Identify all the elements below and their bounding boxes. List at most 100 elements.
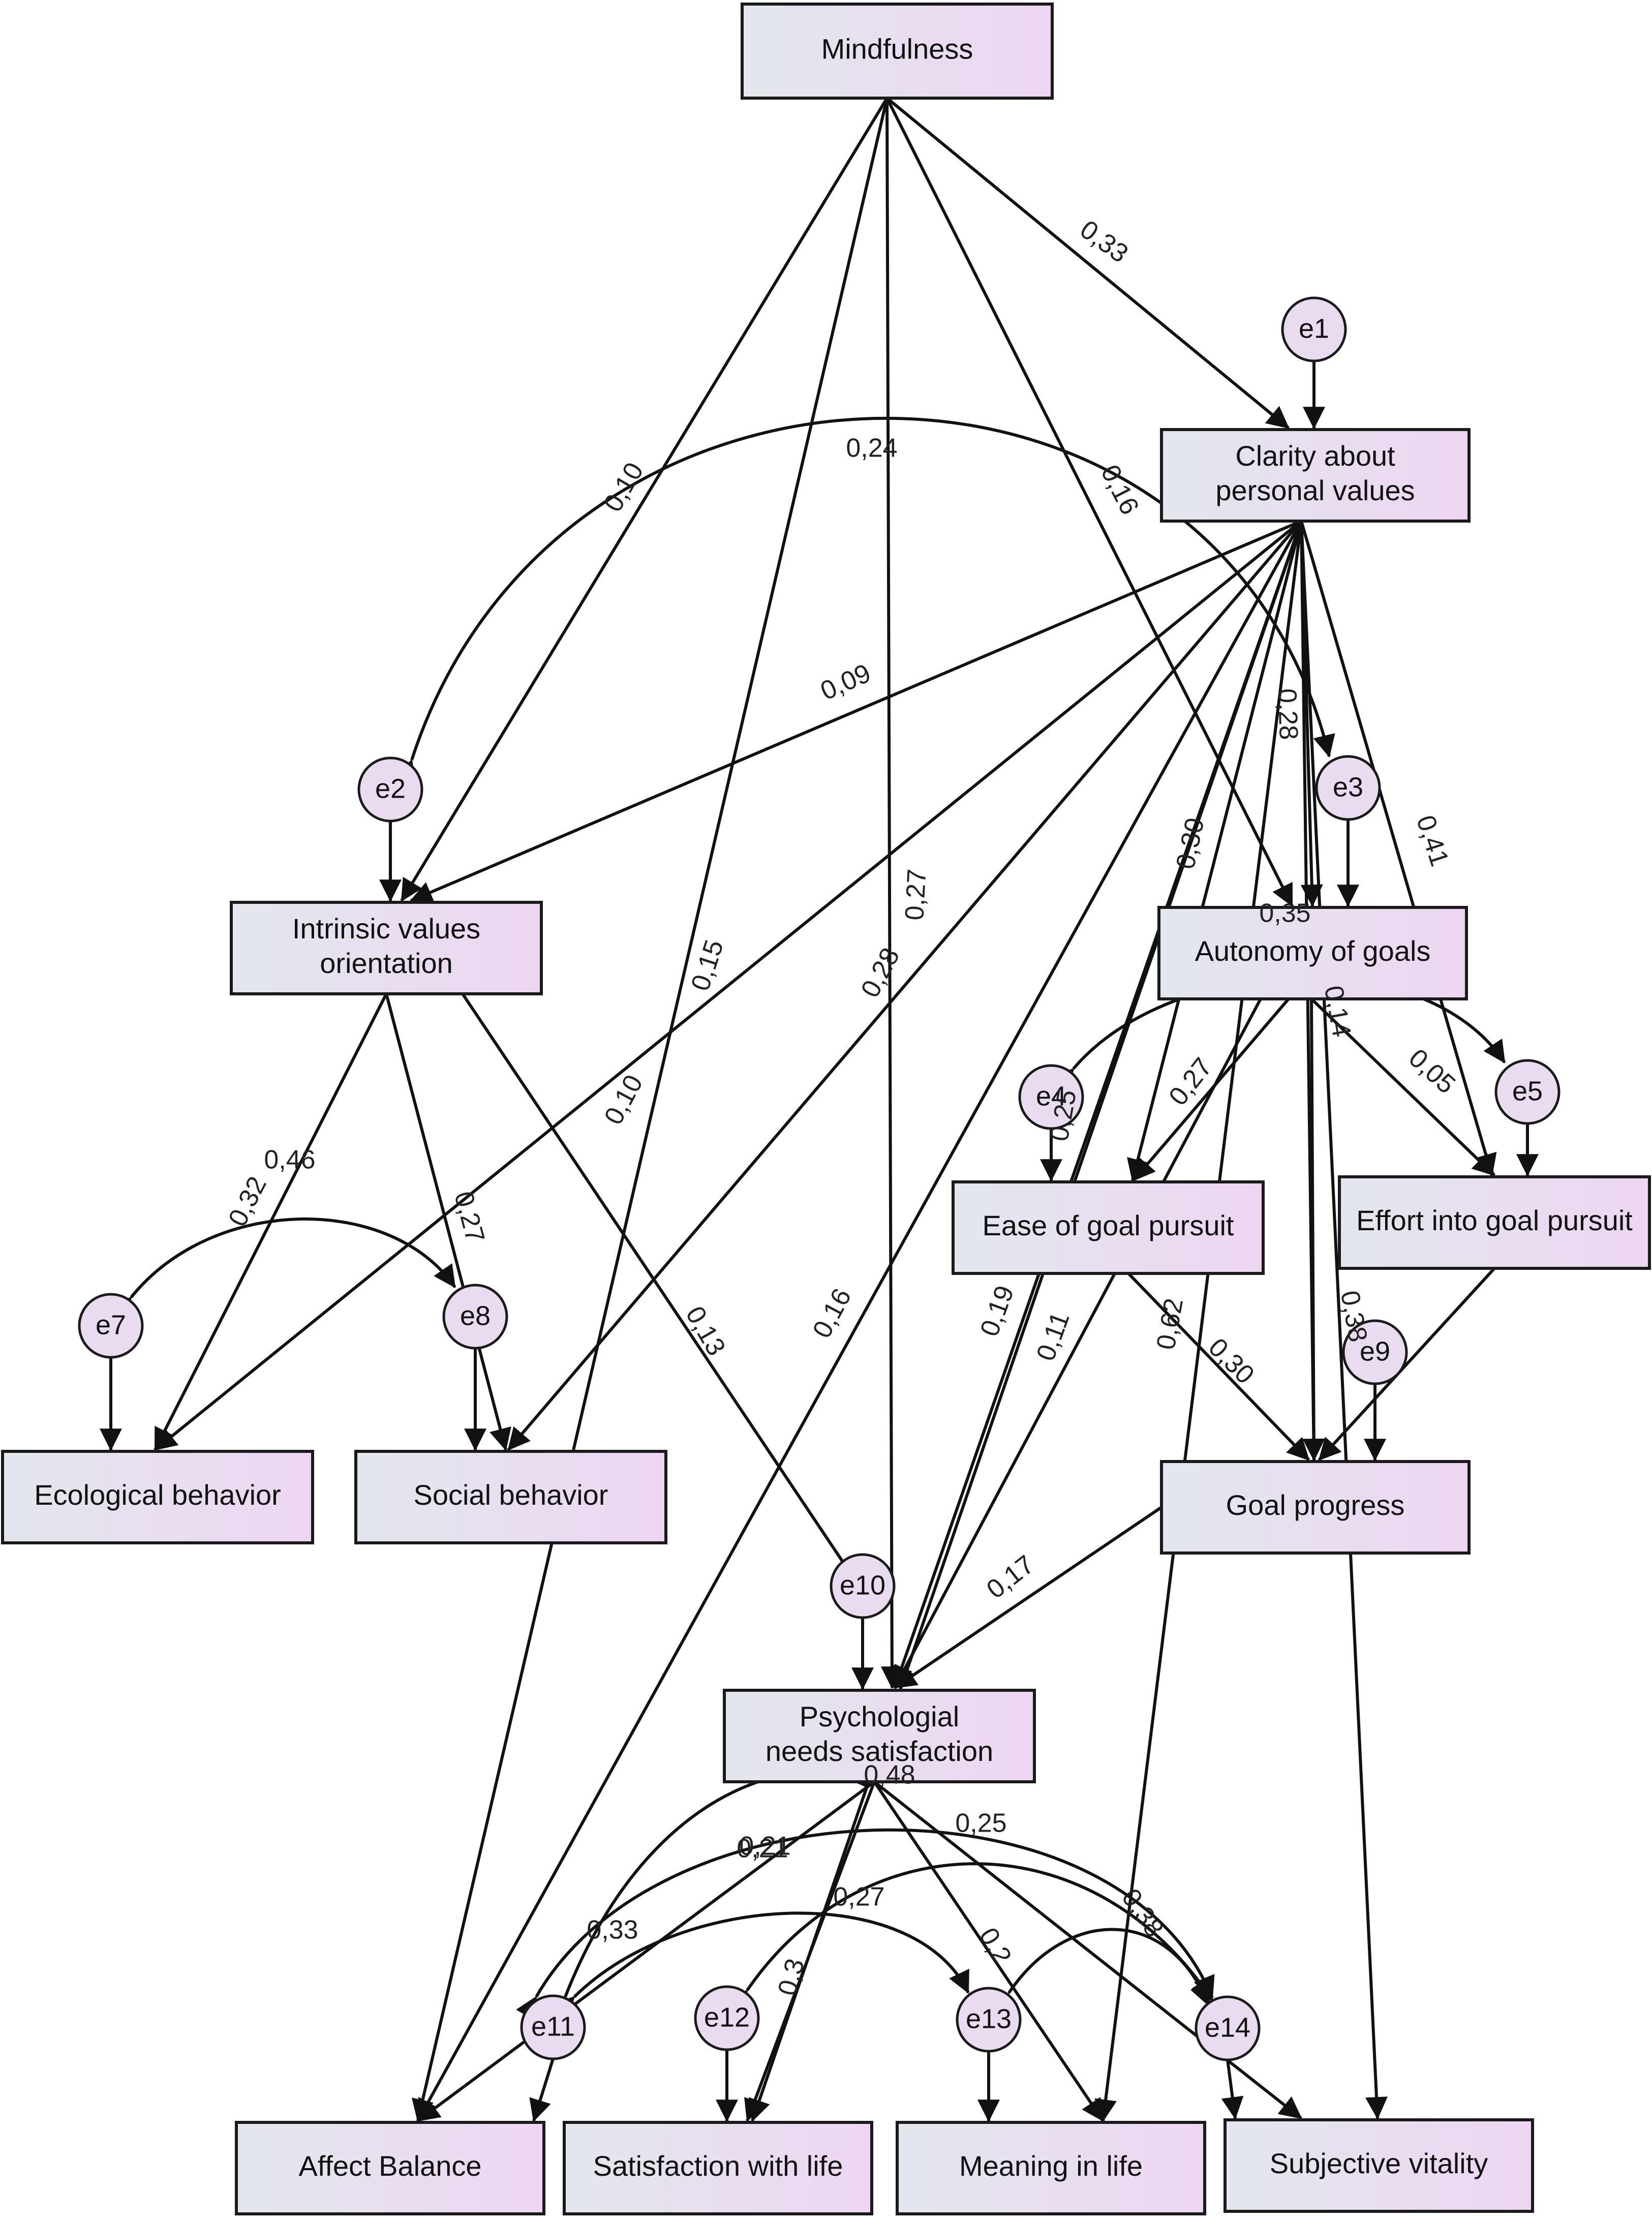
error-e10: e10 xyxy=(830,1553,896,1619)
covariance-arc-e11-e14 xyxy=(516,1828,1215,2021)
covariance-coef-e11-e14: 0,21 xyxy=(737,1834,788,1864)
covariance-layer xyxy=(109,417,1506,2021)
error-e9: e9 xyxy=(1342,1319,1408,1385)
path-coef-clar-psyc: 0,19 xyxy=(974,1282,1020,1340)
path-coef-mind-affe: 0,15 xyxy=(686,936,729,994)
node-effo: Effort into goal pursuit xyxy=(1338,1175,1651,1270)
error-circle-e10 xyxy=(830,1553,896,1619)
error-circle-e9 xyxy=(1342,1319,1408,1385)
path-arrow-intr-psyc xyxy=(461,993,861,1587)
error-label-e12: e12 xyxy=(704,2002,750,2032)
path-coef-psyc-mean: 0,2 xyxy=(973,1923,1017,1970)
node-box-affe xyxy=(235,2121,545,2215)
node-ecol: Ecological behavior xyxy=(1,1450,314,1544)
node-box-intr xyxy=(230,901,543,995)
node-sati: Satisfaction with life xyxy=(563,2121,873,2215)
path-arrow-mind-psyc xyxy=(880,98,903,1689)
path-arrow-prog-psyc xyxy=(894,1506,1162,1689)
path-coef-psyc-sati: 0,21 xyxy=(739,1832,790,1861)
covariance-arc-e7-e8 xyxy=(109,1217,456,1321)
path-arrow-clar-subj xyxy=(1300,521,1388,2120)
path-arrow-clar-intr xyxy=(409,520,1302,903)
node-label-prog: Goal progress xyxy=(1226,1489,1405,1521)
error-e1: e1 xyxy=(1281,296,1347,362)
error-label-e10: e10 xyxy=(840,1570,885,1600)
node-label-auto: Autonomy of goals xyxy=(1195,935,1431,967)
error-e3: e3 xyxy=(1315,755,1381,821)
path-arrow-mind-affe xyxy=(412,98,889,2122)
node-auto: Autonomy of goals xyxy=(1157,906,1468,1000)
path-arrow-psyc-subj xyxy=(873,1780,1302,2120)
node-prog: Goal progress xyxy=(1160,1460,1471,1555)
path-coef-clar-auto: 0,28 xyxy=(1272,688,1303,740)
node-box-subj xyxy=(1223,2118,1534,2213)
node-soci: Social behavior xyxy=(354,1450,667,1544)
error-label-e5: e5 xyxy=(1512,1076,1543,1106)
error-circle-e7 xyxy=(78,1293,144,1359)
node-box-soci xyxy=(354,1450,667,1544)
covariance-arc-e12-e14 xyxy=(726,1862,1214,2014)
path-arrow-intr-soci xyxy=(385,993,511,1451)
error-label-e8: e8 xyxy=(460,1300,491,1331)
error-circle-e8 xyxy=(442,1284,508,1350)
node-label-ease: Ease of goal pursuit xyxy=(983,1209,1234,1241)
error-e4: e4 xyxy=(1018,1064,1084,1130)
node-label-mind: Mindfulness xyxy=(821,33,973,65)
node-label-clar: Clarity about xyxy=(1235,440,1395,472)
error-label-e2: e2 xyxy=(375,773,406,804)
path-coef-psyc-affe: 0,33 xyxy=(587,1915,638,1945)
node-label-psyc: needs satisfaction xyxy=(766,1735,993,1767)
path-coef-clar-sati: 0,11 xyxy=(1031,1308,1076,1364)
node-box-mind xyxy=(741,3,1054,100)
path-coef-clar-ecol: 0,10 xyxy=(599,1070,649,1130)
node-box-clar xyxy=(1160,428,1471,523)
path-coef-auto-ease: 0,27 xyxy=(1163,1052,1218,1111)
error-e11: e11 xyxy=(520,1994,586,2060)
path-arrow-psyc-affe xyxy=(417,1780,875,2122)
covariance-arc-e11-e12 xyxy=(547,1763,868,2021)
node-affe: Affect Balance xyxy=(235,2121,545,2215)
node-label-affe: Affect Balance xyxy=(298,2150,481,2182)
covariance-arc-e2-e3 xyxy=(394,417,1335,784)
node-box-ecol xyxy=(1,1450,314,1544)
error-circle-e1 xyxy=(1281,296,1347,362)
node-label-mean: Meaning in life xyxy=(959,2150,1143,2182)
error-circle-e14 xyxy=(1195,1995,1261,2061)
path-arrow-ease-prog xyxy=(1127,1272,1310,1462)
covariance-arc-e11-e13 xyxy=(551,1911,970,2020)
error-circle-e2 xyxy=(357,756,423,823)
node-box-mean xyxy=(896,2121,1206,2215)
path-arrow-clar-soci xyxy=(507,520,1303,1451)
path-arrow-auto-psyc xyxy=(893,998,1262,1689)
node-box-psyc xyxy=(723,1689,1036,1783)
covariance-coef-e11-e12: 0,48 xyxy=(864,1760,915,1790)
node-mind: Mindfulness xyxy=(741,3,1054,100)
node-box-prog xyxy=(1160,1460,1471,1555)
path-lines-layer xyxy=(100,97,1539,2122)
error-circle-e3 xyxy=(1315,755,1381,821)
node-box-ease xyxy=(952,1180,1265,1275)
node-label-effo: Effort into goal pursuit xyxy=(1356,1204,1633,1236)
error-circle-e11 xyxy=(520,1994,586,2060)
error-e2: e2 xyxy=(357,756,423,823)
path-arrow-effo-prog xyxy=(1318,1267,1496,1462)
path-coef-psyc-subj: 0,25 xyxy=(955,1809,1006,1838)
error-arrow-e14 xyxy=(1221,2059,1244,2120)
error-label-e14: e14 xyxy=(1205,2012,1250,2043)
node-box-auto xyxy=(1157,906,1468,1000)
path-coef-intr-soci: 0,27 xyxy=(448,1189,490,1246)
covariance-coef-e2-e3: 0,24 xyxy=(846,434,897,463)
error-e8: e8 xyxy=(442,1284,508,1350)
node-ease: Ease of goal pursuit xyxy=(952,1180,1265,1275)
node-mean: Meaning in life xyxy=(896,2121,1206,2215)
error-circle-e13 xyxy=(956,1987,1022,2053)
error-circle-e12 xyxy=(694,1985,760,2051)
error-arrow-e11 xyxy=(529,2058,555,2122)
node-box-sati xyxy=(563,2121,873,2215)
path-coef-clar-ease: 0,30 xyxy=(1171,815,1210,872)
